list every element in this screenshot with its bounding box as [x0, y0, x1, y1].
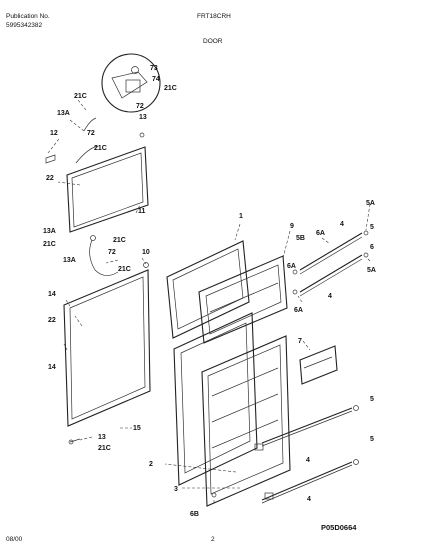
callout-14: 14	[48, 364, 56, 371]
callout-4: 4	[307, 496, 311, 503]
callout-11: 11	[138, 208, 146, 215]
lower-hinge-parts	[68, 235, 149, 445]
dairy-door	[299, 345, 338, 385]
model-number: FRT18CRH	[197, 13, 231, 20]
upper-hinge-parts	[45, 117, 145, 164]
publication-label: Publication No.	[6, 13, 50, 20]
callout-6b: 6B	[190, 511, 199, 518]
callout-14: 14	[48, 291, 56, 298]
callout-2: 2	[149, 461, 153, 468]
freezer-door-liner	[166, 240, 288, 344]
callout-74: 74	[152, 76, 160, 83]
footer-date: 08/00	[6, 536, 23, 543]
callout-13a: 13A	[63, 257, 76, 264]
callout-21c: 21C	[113, 237, 126, 244]
fresh-food-door-liner	[173, 312, 291, 507]
callout-13a: 13A	[43, 228, 56, 235]
callout-21c: 21C	[74, 93, 87, 100]
callout-labels: 73 74 21C 72 21C 13A 13 12 72 21C 22 11 …	[43, 65, 376, 518]
callout-22: 22	[48, 317, 56, 324]
callout-72: 72	[87, 130, 95, 137]
callout-6: 6	[370, 244, 374, 251]
callout-21c: 21C	[94, 145, 107, 152]
callout-73: 73	[150, 65, 158, 72]
callout-21c: 21C	[164, 85, 177, 92]
fresh-food-door-gasket	[63, 269, 151, 427]
callout-5: 5	[370, 396, 374, 403]
lower-shelf-rails	[254, 405, 359, 504]
callout-4: 4	[306, 457, 310, 464]
callout-72: 72	[108, 249, 116, 256]
page-number: 2	[211, 536, 215, 543]
callout-6a: 6A	[287, 263, 296, 270]
callout-9: 9	[290, 223, 294, 230]
figure-code: P05D0664	[321, 523, 357, 532]
callout-3: 3	[174, 486, 178, 493]
callout-6a: 6A	[316, 230, 325, 237]
callout-13: 13	[139, 114, 147, 121]
callout-15: 15	[133, 425, 141, 432]
callout-7: 7	[298, 338, 302, 345]
callout-10: 10	[142, 249, 150, 256]
shelf-rails	[292, 230, 369, 297]
callout-21c: 21C	[98, 445, 111, 452]
callout-21c: 21C	[118, 266, 131, 273]
callout-4: 4	[340, 221, 344, 228]
callout-22: 22	[46, 175, 54, 182]
callout-12: 12	[50, 130, 58, 137]
callout-13: 13	[98, 434, 106, 441]
publication-number: 5995342382	[6, 22, 43, 29]
callout-5a: 5A	[367, 267, 376, 274]
callout-5: 5	[370, 436, 374, 443]
callout-5a: 5A	[366, 200, 375, 207]
leader-lines	[47, 99, 371, 503]
hinge-detail-circle	[101, 53, 161, 113]
callout-21c: 21C	[43, 241, 56, 248]
freezer-door-gasket	[66, 146, 149, 233]
callout-13a: 13A	[57, 110, 70, 117]
callout-72: 72	[136, 103, 144, 110]
section-title: DOOR	[203, 38, 223, 45]
callout-4: 4	[328, 293, 332, 300]
callout-5b: 5B	[296, 235, 305, 242]
callout-1: 1	[239, 213, 243, 220]
callout-5: 5	[370, 224, 374, 231]
callout-6a: 6A	[294, 307, 303, 314]
